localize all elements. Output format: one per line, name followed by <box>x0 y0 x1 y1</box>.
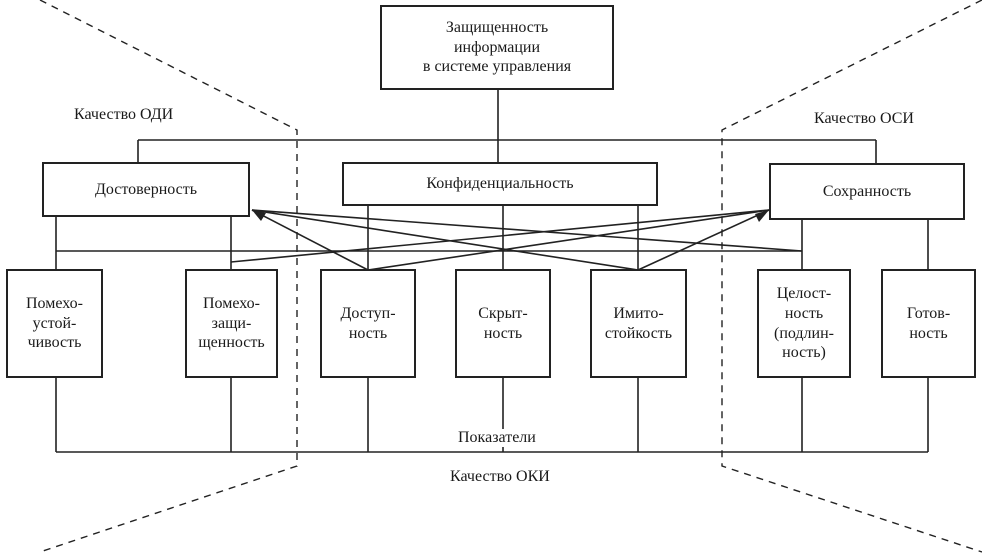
criterion-konfidentsialnost-label: Конфиденциальность <box>426 175 574 193</box>
indicator-skrytnost-label: Скрыт- ность <box>478 304 528 342</box>
indicator-skrytnost: Скрыт- ность <box>455 269 551 378</box>
group-label-osi: Качество ОСИ <box>812 110 916 128</box>
indicator-gotovnost: Готов- ность <box>881 269 976 378</box>
indicator-dostupnost: Доступ- ность <box>320 269 416 378</box>
indicator-imitostoikost-label: Имито- стойкость <box>604 304 673 342</box>
arrowhead-sokhrannost <box>755 210 769 222</box>
connector-cross-dost-imito <box>251 209 639 271</box>
connector-cross-sokhr-pomekhozashch <box>230 209 770 263</box>
indicator-pomekhoustoichivost: Помехо- устой- чивость <box>6 269 103 378</box>
boundary-osi <box>721 0 982 553</box>
indicator-pomekhozashchishchennost: Помехо- защи- щенность <box>185 269 278 378</box>
criterion-dostovernost: Достоверность <box>42 162 250 217</box>
bottom-bus-label: Показатели <box>456 429 538 447</box>
connector-cross-sokhr-imito <box>637 209 770 271</box>
connector-cross-dost-dostupnost <box>251 209 369 271</box>
criterion-dostovernost-label: Достоверность <box>94 180 198 198</box>
group-label-oki: Качество ОКИ <box>448 468 552 486</box>
criterion-sokhrannost: Сохранность <box>769 163 965 220</box>
criterion-sokhrannost-label: Сохранность <box>822 182 912 200</box>
indicator-pomekhoustoichivost-label: Помехо- устой- чивость <box>26 295 83 352</box>
indicator-gotovnost-label: Готов- ность <box>906 304 951 342</box>
root-label: Защищенность информации в системе управл… <box>422 19 572 76</box>
indicator-dostupnost-label: Доступ- ность <box>340 304 396 342</box>
arrowhead-dostovernost <box>252 210 266 221</box>
indicator-imitostoikost: Имито- стойкость <box>590 269 687 378</box>
boundary-odi <box>39 0 298 553</box>
criterion-konfidentsialnost: Конфиденциальность <box>342 162 658 206</box>
indicator-pomekhozashchishchennost-label: Помехо- защи- щенность <box>198 295 265 352</box>
connector-cross-sokhr-dostupnost <box>367 209 770 271</box>
connector-cross-dost-tselostnost <box>251 209 803 252</box>
group-label-odi: Качество ОДИ <box>72 106 176 124</box>
indicator-tselostnost-label: Целост- ность (подлин- ность) <box>773 285 834 362</box>
indicator-tselostnost: Целост- ность (подлин- ность) <box>757 269 851 378</box>
root-box: Защищенность информации в системе управл… <box>380 5 614 90</box>
